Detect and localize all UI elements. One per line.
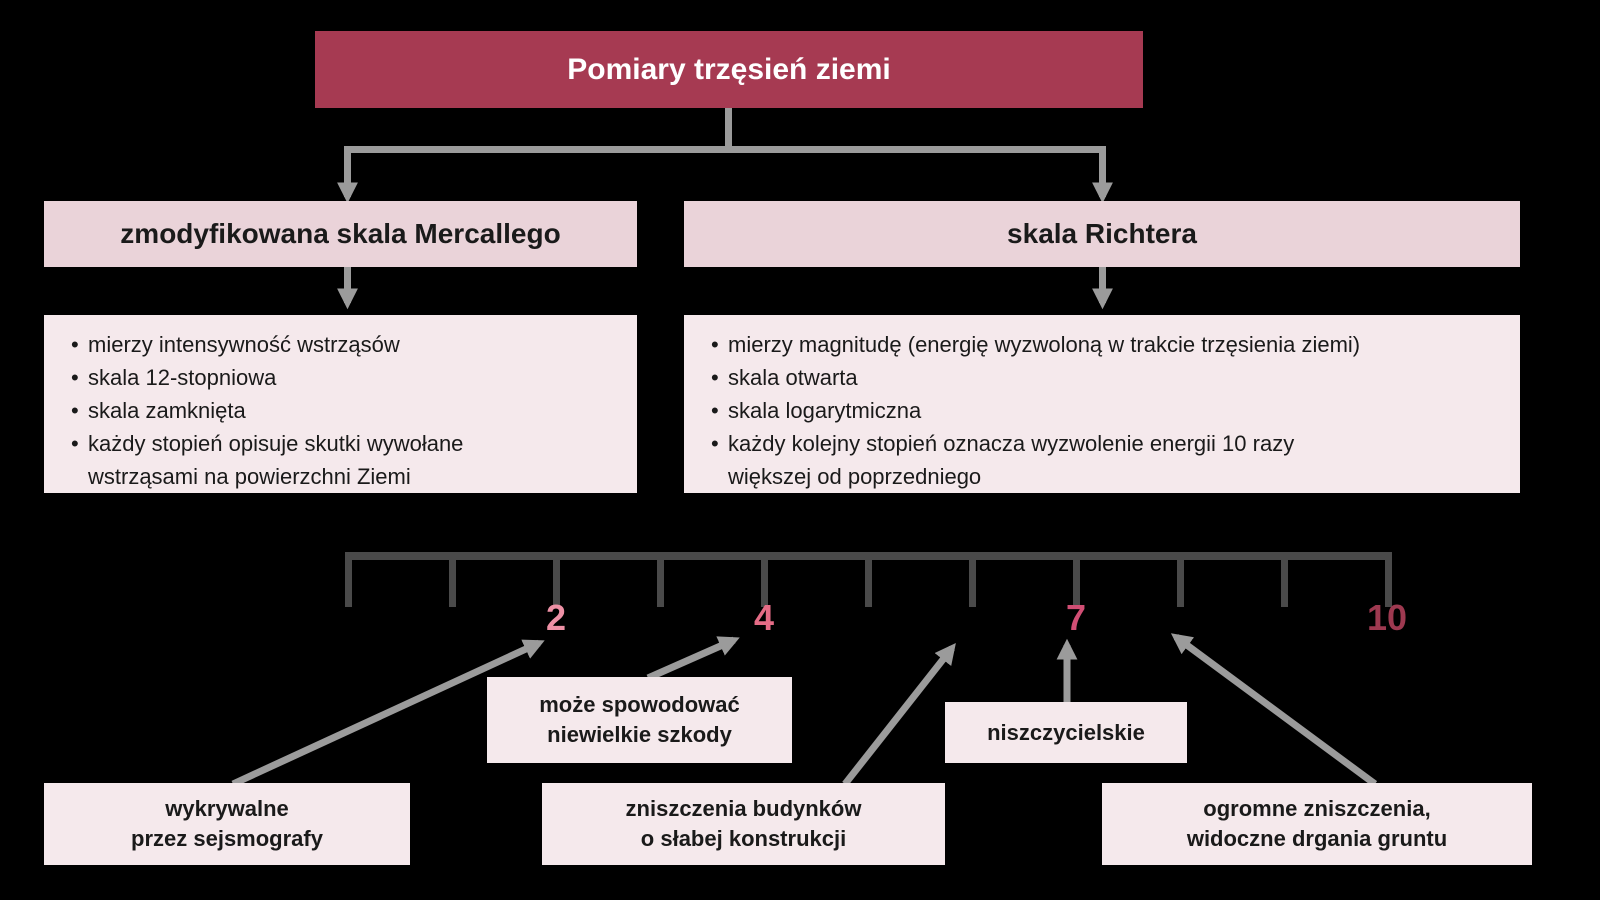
ruler-tick: [1385, 552, 1392, 607]
annotation-destructive: niszczycielskie: [945, 702, 1187, 763]
richter-details-box: mierzy magnitudę (energię wyzwoloną w tr…: [684, 315, 1520, 493]
ruler-tick: [657, 552, 664, 607]
richter-bullet-list: mierzy magnitudę (energię wyzwoloną w tr…: [708, 328, 1496, 493]
header-mercalli-label: zmodyfikowana skala Mercallego: [120, 218, 561, 249]
annotation-arrow-minor-damage: [646, 636, 740, 682]
ruler-tick: [761, 552, 768, 607]
bullet-item: skala 12-stopniowa: [68, 361, 613, 394]
scale-value-4: 4: [753, 597, 775, 638]
ruler-tick: [1177, 552, 1184, 607]
ruler-tick: [1281, 552, 1288, 607]
mercalli-bullet-list: mierzy intensywność wstrząsów skala 12-s…: [68, 328, 613, 493]
bullet-item: skala logarytmiczna: [708, 394, 1496, 427]
scale-value-10: 10: [1366, 597, 1408, 638]
annotation-detectable-by-seismographs: wykrywalne przez sejsmografy: [44, 783, 410, 865]
ruler-tick: [1073, 552, 1080, 607]
annotation-minor-damage: może spowodować niewielkie szkody: [487, 677, 792, 763]
header-richter-label: skala Richtera: [1007, 218, 1197, 249]
ruler-tick: [969, 552, 976, 607]
scale-value-2: 2: [545, 597, 567, 638]
title-box: Pomiary trzęsień ziemi: [315, 31, 1143, 108]
header-richter-scale: skala Richtera: [684, 201, 1520, 267]
page-title: Pomiary trzęsień ziemi: [567, 52, 891, 86]
header-mercalli-scale: zmodyfikowana skala Mercallego: [44, 201, 637, 267]
mercalli-details-box: mierzy intensywność wstrząsów skala 12-s…: [44, 315, 637, 493]
scale-value-7: 7: [1065, 597, 1087, 638]
ruler-tick: [553, 552, 560, 607]
annotation-huge-destruction: ogromne zniszczenia, widoczne drgania gr…: [1102, 783, 1532, 865]
bullet-item: mierzy magnitudę (energię wyzwoloną w tr…: [708, 328, 1496, 361]
ruler-tick: [449, 552, 456, 607]
bullet-item: skala otwarta: [708, 361, 1496, 394]
bullet-item: skala zamknięta: [68, 394, 613, 427]
bullet-item: każdy stopień opisuje skutki wywołane ws…: [68, 427, 613, 493]
annotation-weak-buildings-damage: zniszczenia budynków o słabej konstrukcj…: [542, 783, 945, 865]
annotation-arrow-weak-buildings: [842, 643, 956, 787]
bullet-item: mierzy intensywność wstrząsów: [68, 328, 613, 361]
ruler-tick: [345, 552, 352, 607]
annotation-arrow-huge-destruction: [1170, 633, 1378, 787]
ruler-tick: [865, 552, 872, 607]
bullet-item: każdy kolejny stopień oznacza wyzwolenie…: [708, 427, 1496, 493]
